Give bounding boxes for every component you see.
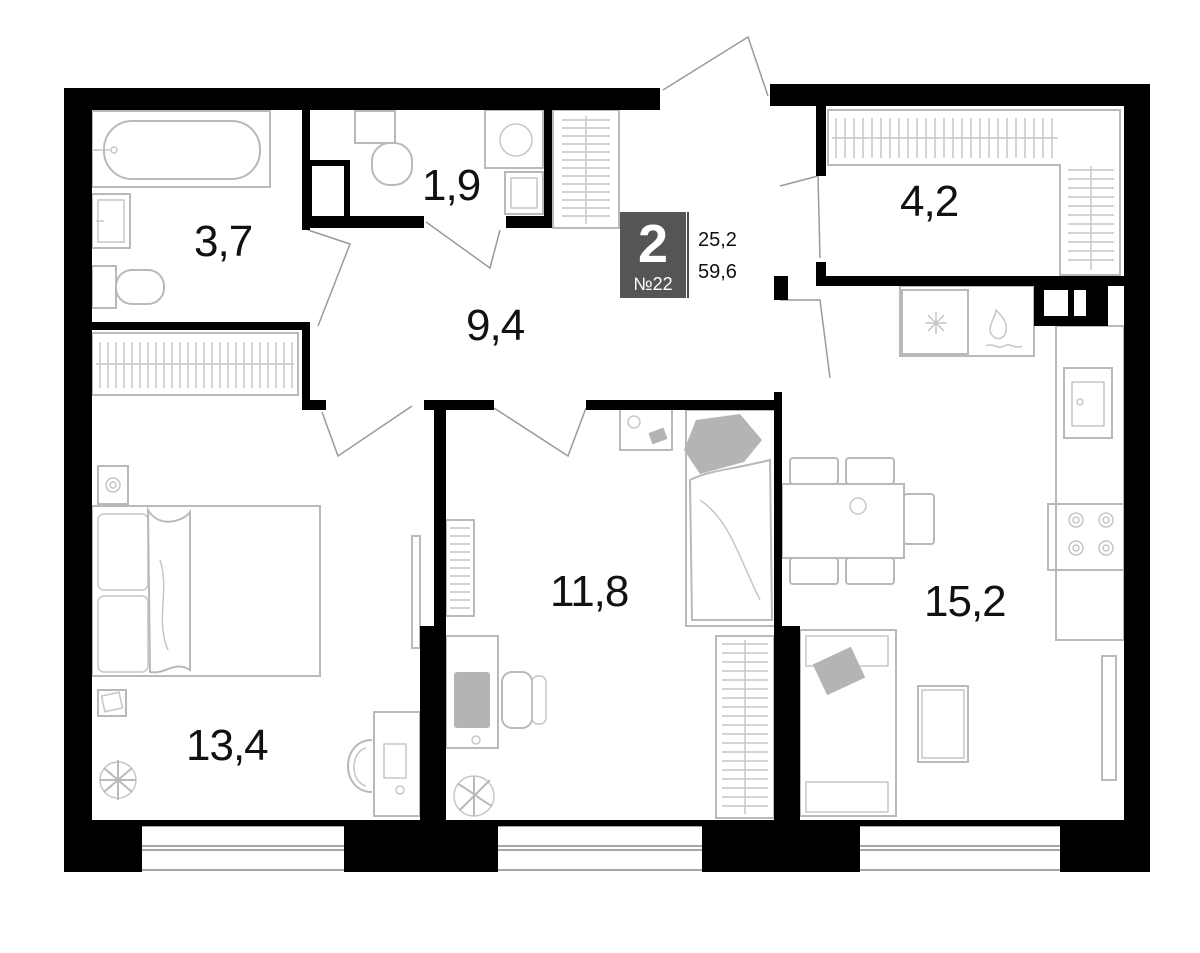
hallway-area: 9,4 — [466, 301, 525, 350]
room-labels: 3,7 1,9 4,2 9,4 13,4 11,8 15,2 — [186, 161, 1007, 770]
bedroom-area: 13,4 — [186, 721, 268, 770]
room-plant-icon — [453, 775, 495, 817]
hall-wardrobe-icon — [552, 109, 620, 229]
bathtub-icon — [91, 110, 271, 188]
nightstand-icon — [97, 465, 129, 505]
toilet-area: 1,9 — [422, 161, 480, 210]
plant-icon — [99, 760, 137, 800]
toilet-icon — [91, 265, 165, 309]
room-wardrobe-icon — [715, 635, 775, 819]
total-area: 59,6 — [698, 261, 737, 283]
wc-toilet-icon — [354, 110, 413, 186]
kitchen-living-area: 15,2 — [924, 577, 1006, 626]
washing-machine-icon — [484, 109, 544, 169]
single-bed-icon — [684, 409, 777, 627]
dining-table-icon — [781, 457, 935, 585]
sofa-icon — [799, 629, 897, 817]
room-nightstand-icon — [619, 407, 673, 451]
living-area: 25,2 — [698, 229, 737, 251]
double-bed-icon — [91, 505, 321, 677]
bedroom-wardrobe-icon — [91, 332, 299, 396]
rooms-badge — [620, 212, 686, 298]
walls — [64, 84, 1150, 872]
apartment-number: №22 — [633, 274, 672, 294]
wc-sink-icon — [504, 171, 544, 215]
coffee-table-icon — [917, 685, 969, 763]
room-area: 11,8 — [550, 567, 628, 616]
closet-shelving-icon — [827, 109, 1121, 276]
furniture — [91, 109, 1125, 819]
bookshelf-icon — [445, 519, 475, 617]
tv-icon — [1101, 655, 1117, 781]
book-icon — [97, 689, 127, 717]
desk-icon — [445, 635, 547, 749]
kitchen-sink-icon — [1063, 367, 1113, 439]
vanity-desk-icon — [347, 711, 421, 817]
windows — [139, 825, 1063, 871]
mirror-icon — [411, 535, 421, 649]
wardrobe-area: 4,2 — [900, 177, 958, 226]
sink-icon — [91, 193, 131, 249]
bathroom-area: 3,7 — [194, 217, 252, 266]
apartment-info: 2 №22 25,2 59,6 — [620, 212, 737, 298]
rooms-count: 2 — [638, 214, 668, 274]
hob-icon — [1047, 503, 1125, 571]
